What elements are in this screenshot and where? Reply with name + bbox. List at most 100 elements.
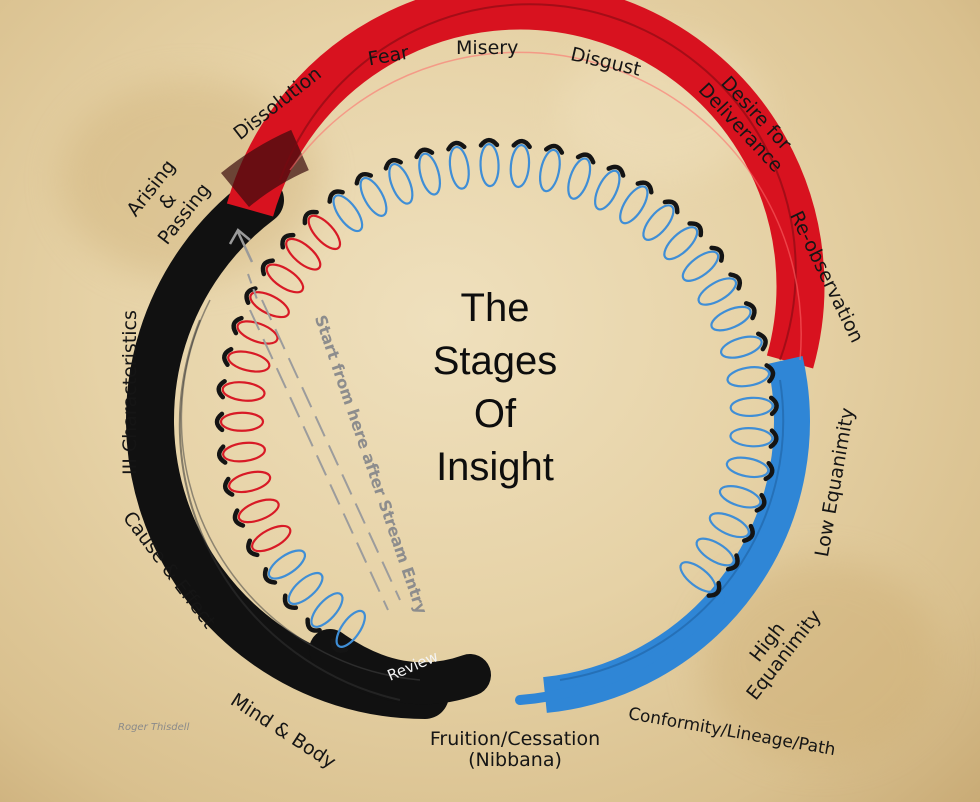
coil-hook (383, 157, 403, 171)
coil-hook (244, 286, 258, 305)
coil-hook (280, 232, 296, 250)
coil-loop (726, 366, 771, 388)
coil-hook (305, 617, 322, 633)
coil-loop (719, 335, 763, 359)
coil-loop (681, 250, 720, 282)
coil-loop (663, 226, 699, 261)
coil-loop (222, 441, 266, 463)
coil-hook (214, 411, 225, 433)
coil-hook (728, 272, 743, 291)
coil-hook (231, 315, 244, 336)
red-black-transition (220, 129, 310, 208)
coil-hook (575, 152, 596, 165)
coil-loop (307, 214, 342, 251)
coil-hook (354, 171, 374, 186)
coil-hook (262, 567, 278, 585)
coil-loop (228, 470, 272, 494)
stage-label-fruition: Fruition/Cessation (Nibbana) (415, 729, 615, 771)
coil-loop (729, 427, 774, 448)
coil-hook (662, 199, 680, 215)
coil-hook (302, 209, 319, 226)
coil-hook (709, 245, 725, 263)
black-phase-band (126, 176, 449, 719)
red-phase-band (226, 0, 825, 369)
title-line-4: Insight (436, 445, 554, 489)
coil-hook (764, 363, 776, 384)
stage-label-three-characteristics: III Characteristics (119, 310, 141, 475)
blue-phase-tail (515, 595, 725, 705)
coil-loop (710, 305, 752, 332)
coil-loop (708, 512, 750, 539)
coil-loop (619, 185, 649, 225)
start-arrow-icon (228, 228, 259, 303)
coil-hook (216, 444, 228, 465)
coil-loop (594, 169, 621, 211)
coil-loop (642, 204, 675, 241)
coil-hook (222, 476, 235, 497)
coil-loop (679, 561, 717, 593)
coil-loop (249, 291, 290, 319)
coil-hook (741, 523, 755, 543)
coil-hook (478, 137, 500, 148)
coil-hook (511, 138, 532, 150)
coil-loop (267, 549, 307, 580)
coil-loop (388, 162, 414, 205)
insight-coil-spiral (214, 137, 779, 653)
coil-hook (327, 189, 345, 204)
coil-loop (725, 456, 770, 479)
coil-hook (222, 346, 234, 368)
nibbana-line: (Nibbana) (468, 748, 562, 771)
coil-loop (448, 145, 470, 190)
title-line-2: Stages (432, 339, 558, 383)
coil-hook (743, 301, 757, 321)
coil-loop (567, 157, 592, 200)
coil-hook (446, 140, 467, 152)
coil-hook (216, 379, 227, 400)
coil-loop (237, 498, 280, 524)
coil-loop (310, 592, 344, 628)
coil-loop (718, 485, 762, 509)
start-note-guides (249, 299, 401, 611)
author-credit: Roger Thisdell (118, 722, 190, 733)
stage-label-misery: Misery (456, 37, 519, 59)
coil-loop (221, 381, 266, 402)
coil-loop (219, 411, 265, 432)
coil-hook (606, 164, 626, 178)
coil-hook (768, 428, 779, 449)
coil-loop (285, 237, 322, 271)
coil-loop (332, 194, 364, 233)
coil-loop (251, 524, 292, 553)
coil-hook (706, 580, 722, 598)
coil-hook (543, 143, 565, 155)
coil-hook (725, 553, 740, 572)
title-line-3: Of (473, 392, 517, 436)
coil-loop (359, 176, 388, 217)
diagram-title: The Stages Of Insight (400, 282, 590, 494)
coil-hook (232, 508, 246, 528)
coil-loop (538, 148, 561, 193)
coil-hook (260, 258, 275, 277)
coil-hook (414, 147, 435, 160)
coil-hook (756, 331, 768, 352)
coil-loop (287, 571, 324, 605)
coil-hook (246, 538, 260, 558)
coil-hook (768, 395, 779, 417)
coil-hook (330, 638, 349, 653)
coil-hook (754, 492, 767, 513)
title-line-1: The (460, 286, 530, 330)
coil-hook (763, 460, 775, 482)
coil-hook (687, 221, 704, 238)
coil-hook (282, 593, 299, 610)
coil-loop (509, 143, 531, 189)
coil-loop (729, 396, 774, 418)
coil-loop (697, 277, 738, 306)
coil-loop (227, 350, 271, 373)
fruition-line: Fruition/Cessation (429, 728, 601, 750)
black-phase-band-tail (309, 629, 491, 705)
coil-loop (265, 263, 305, 294)
coil-loop (236, 320, 279, 345)
coil-loop (418, 152, 442, 196)
coil-loop (695, 537, 735, 567)
